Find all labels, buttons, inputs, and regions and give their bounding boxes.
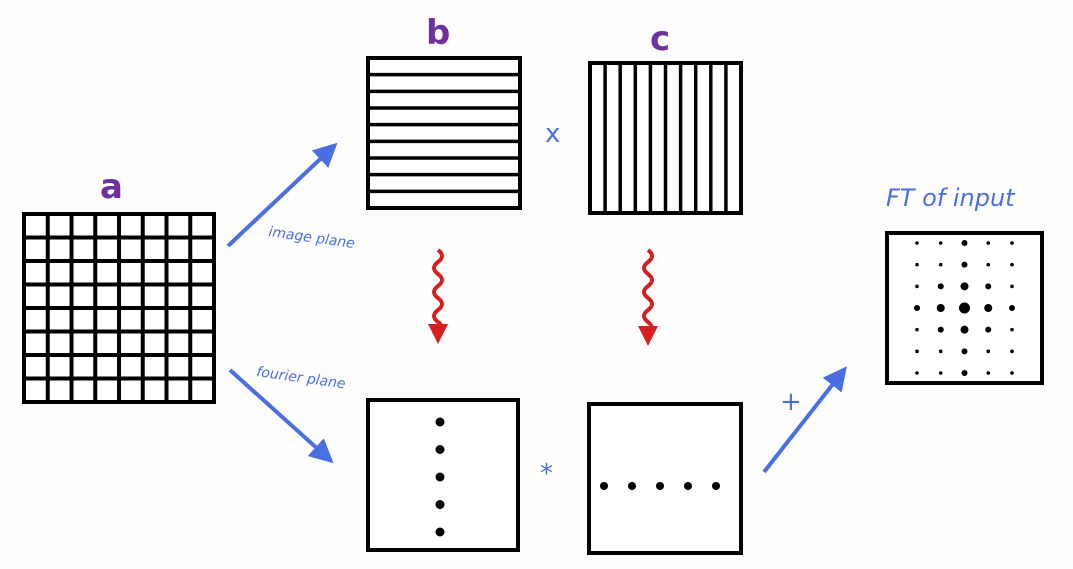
ft-dot: [1010, 241, 1014, 245]
wave-arrow-b: [428, 248, 448, 344]
ft-dot: [938, 349, 943, 354]
ft-dot: [1010, 327, 1014, 332]
ft-dot: [1010, 349, 1014, 354]
panel-b-label: b: [426, 13, 450, 53]
ft-dot: [986, 349, 991, 354]
ft-dot: [985, 283, 992, 290]
sum-arrow: [762, 366, 847, 474]
convolve-sign: *: [540, 459, 553, 489]
ft-dot: [1009, 305, 1015, 311]
ft-dot: [915, 327, 919, 332]
ft-dot: [915, 262, 919, 267]
ft-dot: [915, 284, 919, 289]
ft-dot: [986, 241, 991, 245]
fourier-dot: [600, 482, 608, 490]
ft-dot: [961, 348, 968, 355]
fourier-dot: [684, 482, 692, 490]
ft-dot: [986, 371, 991, 375]
fourier-dot: [628, 482, 636, 490]
plus-sign: +: [780, 387, 802, 417]
ft-dot: [959, 302, 970, 314]
panel-c-vertical-lines: [588, 61, 743, 215]
ft-dot: [1010, 371, 1014, 375]
ft-dot: [961, 370, 968, 376]
image-plane-arrow: [226, 142, 338, 248]
ft-dot: [938, 241, 943, 245]
ft-input-label: FT of input: [886, 184, 1016, 212]
panel-b-fourier: [366, 398, 520, 552]
panel-b-horizontal-lines: [366, 56, 522, 210]
fourier-dot: [712, 482, 720, 490]
ft-dot: [960, 325, 969, 334]
fourier-plane-arrow: [228, 368, 334, 464]
ft-dot: [915, 371, 919, 375]
ft-dot: [984, 304, 993, 312]
multiply-sign: x: [545, 119, 560, 149]
ft-dot: [938, 262, 943, 267]
ft-dot: [1010, 284, 1014, 289]
fourier-dot: [435, 527, 445, 537]
panel-a-label: a: [100, 167, 123, 207]
ft-dot: [914, 305, 920, 311]
fourier-dot: [435, 445, 445, 454]
ft-dot: [937, 326, 944, 333]
ft-dot: [915, 241, 919, 245]
fourier-dot: [435, 500, 445, 509]
wave-arrow-c: [638, 248, 658, 346]
panel-c-fourier: [587, 402, 743, 555]
ft-dot: [960, 282, 969, 291]
ft-dot: [985, 326, 992, 333]
ft-dot: [986, 262, 991, 267]
panel-c-label: c: [650, 19, 670, 59]
panel-a-grid: [22, 212, 216, 404]
image-plane-label: image plane: [267, 224, 355, 252]
ft-dot: [961, 261, 968, 268]
fourier-dot: [435, 417, 445, 427]
ft-dot: [915, 349, 919, 354]
fourier-plane-label: fourier plane: [255, 364, 346, 392]
ft-dot: [961, 240, 968, 246]
ft-input-panel: [885, 231, 1044, 385]
fourier-dot: [435, 472, 445, 482]
fourier-dot: [656, 482, 664, 490]
ft-dot: [937, 283, 944, 290]
ft-dot: [1010, 262, 1014, 267]
ft-dot: [936, 304, 945, 312]
ft-dot: [938, 371, 943, 375]
